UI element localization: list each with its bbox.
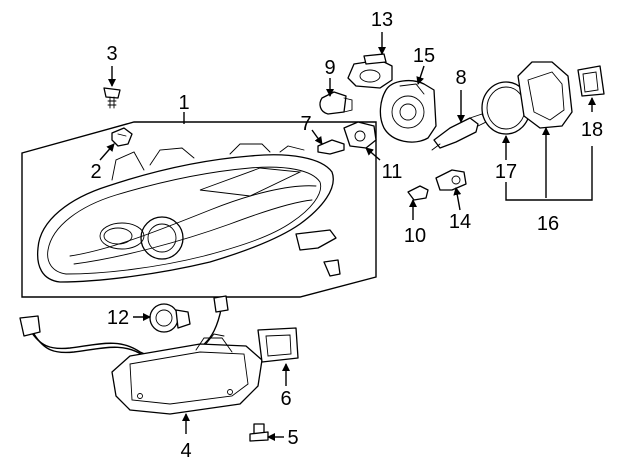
mounting-clip (323, 259, 341, 277)
callout-17: 17 (495, 161, 517, 183)
leader-15 (416, 65, 425, 85)
cover-part-16 (517, 61, 573, 129)
gasket-part-18 (577, 65, 605, 97)
callout-10: 10 (404, 225, 426, 247)
callout-16: 16 (537, 213, 559, 235)
callout-6: 6 (280, 388, 291, 410)
assembly-frame (21, 121, 377, 298)
callout-2: 2 (90, 161, 101, 183)
callout-7: 7 (300, 113, 311, 135)
socket-part-14 (435, 169, 467, 191)
screw-part-3 (103, 87, 121, 109)
leader-bracket-16 (505, 146, 593, 201)
callout-13: 13 (371, 9, 393, 31)
leader-2 (99, 143, 115, 161)
screw-part-5 (249, 423, 269, 442)
bulb-part-9 (319, 91, 353, 115)
socket-part-7 (317, 139, 345, 155)
callout-8: 8 (455, 67, 466, 89)
igniter-harness-part-12 (19, 295, 229, 364)
headlamp-assembly (21, 121, 377, 298)
callout-3: 3 (106, 43, 117, 65)
leader-14 (453, 187, 462, 211)
connector-plug (19, 315, 41, 337)
callout-11: 11 (382, 161, 403, 183)
callout-12: 12 (107, 307, 129, 329)
clip-part-2 (111, 127, 133, 147)
leader-11 (365, 147, 381, 161)
callout-15: 15 (413, 45, 435, 67)
socket-part-13 (347, 53, 393, 89)
callout-14: 14 (449, 211, 471, 233)
callout-labels: 1 2 3 4 5 6 7 8 9 10 11 12 13 14 15 16 1… (90, 9, 603, 462)
gasket-part-6 (257, 327, 299, 363)
callout-18: 18 (581, 119, 603, 141)
socket-part-11 (343, 121, 377, 149)
callout-1: 1 (178, 92, 189, 114)
callout-5: 5 (287, 427, 298, 449)
leader-lines (99, 32, 596, 441)
lamp-housing (36, 154, 334, 283)
cover-part-15 (379, 79, 437, 143)
bulb-part-10 (407, 185, 429, 201)
callout-4: 4 (180, 440, 191, 462)
leader-7 (311, 129, 323, 145)
bulb-part-8 (431, 113, 487, 151)
callout-9: 9 (324, 57, 335, 79)
ballast-part-4 (111, 333, 263, 415)
